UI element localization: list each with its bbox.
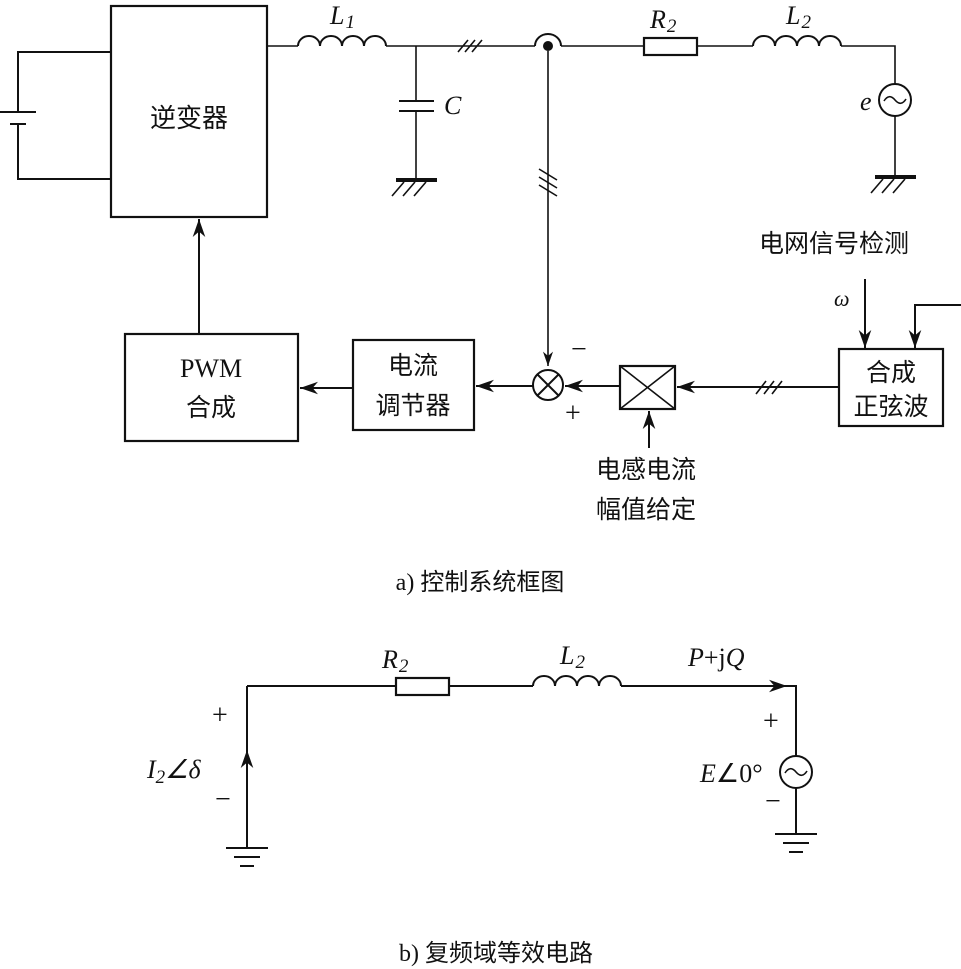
inductor-l2-icon [532, 675, 622, 687]
ac-source-e-icon [878, 83, 912, 177]
amplitude-setpoint-label-line2: 幅值给定 [596, 495, 696, 524]
current-regulator-block [351, 338, 476, 432]
wire [841, 45, 896, 84]
signal-arrow [908, 304, 961, 348]
source-i2-label: I2∠δ [146, 755, 201, 788]
capacitor-c-label: C [444, 91, 462, 120]
plus-sign-left: + [212, 700, 228, 731]
inverter-label: 逆变器 [150, 104, 228, 134]
dc-battery-icon [0, 51, 111, 180]
amplitude-setpoint-label-line1: 电感电流 [596, 455, 696, 484]
pwm-label-line1: PWM [180, 354, 242, 383]
grid-signal-detection-label: 电网信号检测 [759, 229, 909, 258]
inverter-block [109, 4, 269, 219]
inductor-l2-label: L2 [559, 641, 585, 673]
resistor-r2-label: R2 [649, 5, 677, 37]
caption-b: b)复频域等效电路 [399, 939, 593, 967]
inductor-l1-label: L1 [329, 1, 355, 33]
three-phase-marks-icon [538, 168, 558, 197]
figure-a-control-block-diagram: 逆变器 L1 C [0, 1, 961, 596]
ground-hatched-icon [870, 175, 916, 194]
resistor-r2-icon [642, 36, 699, 57]
caption-a: a)控制系统框图 [396, 568, 565, 596]
minus-sign-left: − [215, 784, 231, 815]
power-flow-label: P+jQ [687, 643, 745, 672]
sine-synthesis-label-line2: 正弦波 [853, 392, 928, 421]
sine-synthesis-label-line1: 合成 [866, 358, 916, 387]
resistor-r2-icon [394, 676, 451, 697]
summing-junction-icon [532, 369, 564, 401]
ground-icon [775, 833, 817, 853]
ac-source-e-icon [779, 755, 813, 789]
inductor-l2-label: L2 [785, 1, 811, 33]
ground-hatched-icon [391, 178, 437, 197]
omega-label: ω [834, 286, 850, 311]
multiplier-block [618, 364, 677, 411]
figure-b-equivalent-circuit: + − I2∠δ R2 L2 P+jQ + − E∠0° b)复频域等效电路 [146, 641, 817, 967]
capacitor-c-icon [399, 46, 434, 180]
current-regulator-label-line1: 电流 [388, 351, 438, 380]
three-phase-marks-icon [755, 380, 783, 395]
minus-sign-right: − [765, 786, 781, 817]
current-regulator-label-line2: 调节器 [375, 391, 450, 420]
resistor-r2-label: R2 [381, 645, 409, 677]
plus-sign-right: + [763, 706, 779, 737]
current-sensor-junction-icon [534, 33, 562, 51]
plus-sign: + [565, 398, 581, 429]
sine-synthesis-block [837, 347, 945, 428]
pwm-synthesis-block [123, 332, 300, 443]
wire [787, 685, 797, 756]
pwm-label-line2: 合成 [186, 393, 236, 422]
three-phase-marks-icon [457, 39, 483, 53]
ac-source-e-label: e [860, 87, 872, 116]
minus-sign: − [571, 334, 587, 365]
source-e-label: E∠0° [699, 759, 763, 788]
inductor-l1-icon [297, 35, 387, 47]
inductor-l2-icon [752, 35, 842, 47]
ground-icon [226, 847, 268, 867]
